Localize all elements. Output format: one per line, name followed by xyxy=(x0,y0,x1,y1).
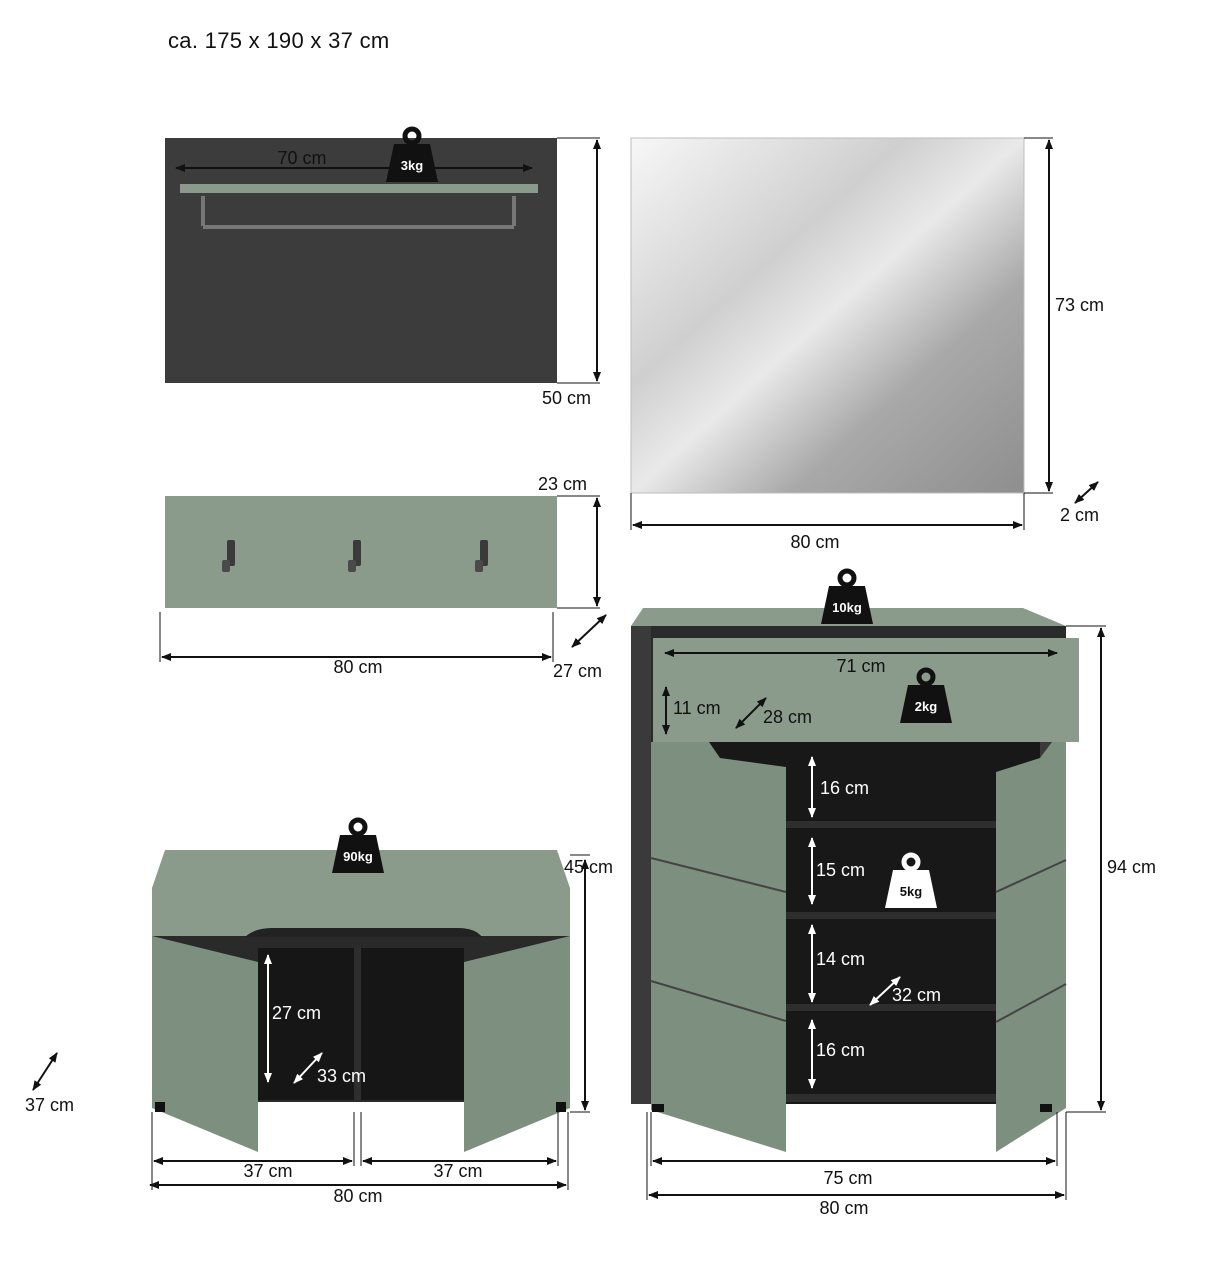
shoe-cabinet: 71 cm 11 cm 28 cm 2kg 10kg 16 cm 15 cm 5… xyxy=(631,571,1156,1218)
shelf-1-height-label: 16 cm xyxy=(820,778,869,798)
mirror-glass xyxy=(630,137,1025,494)
mirror: 73 cm 80 cm 2 cm xyxy=(630,137,1104,552)
cabinet-height-label: 94 cm xyxy=(1107,857,1156,877)
bench-compartment-left-label: 37 cm xyxy=(243,1161,292,1181)
svg-text:90kg: 90kg xyxy=(343,849,373,864)
weight-5kg-icon: 5kg xyxy=(885,855,937,908)
svg-text:10kg: 10kg xyxy=(832,600,862,615)
weight-2kg-icon: 2kg xyxy=(900,670,952,723)
mirror-height-label: 73 cm xyxy=(1055,295,1104,315)
weight-90kg-icon: 90kg xyxy=(332,820,384,873)
shelf-depth-label: 32 cm xyxy=(892,985,941,1005)
overall-dimensions-title: ca. 175 x 190 x 37 cm xyxy=(168,28,390,53)
coat-panel: 70 cm 3kg 50 cm xyxy=(165,129,601,408)
svg-text:5kg: 5kg xyxy=(900,884,922,899)
bench: 27 cm 33 cm 90kg 45 cm 37 cm 37 cm 80 cm… xyxy=(25,820,613,1206)
hook-board: 23 cm 80 cm 27 cm xyxy=(159,474,607,681)
hook-board-depth-label: 27 cm xyxy=(553,661,602,681)
cabinet-inner-width-label: 75 cm xyxy=(823,1168,872,1188)
hook-board-width-label: 80 cm xyxy=(333,657,382,677)
bench-height-label: 45 cm xyxy=(564,857,613,877)
coat-panel-height-label: 50 cm xyxy=(542,388,591,408)
drawer-depth-label: 28 cm xyxy=(763,707,812,727)
weight-3kg-icon: 3kg xyxy=(386,129,438,182)
bench-inner-depth-label: 33 cm xyxy=(317,1066,366,1086)
bench-width-label: 80 cm xyxy=(333,1186,382,1206)
mirror-depth-label: 2 cm xyxy=(1060,505,1099,525)
hook-board-height-label: 23 cm xyxy=(538,474,587,494)
bench-door-right xyxy=(464,936,570,1152)
shelf-2-height-label: 15 cm xyxy=(816,860,865,880)
bench-door-left xyxy=(152,936,258,1152)
coat-panel-board xyxy=(165,138,557,383)
svg-text:3kg: 3kg xyxy=(401,158,423,173)
bench-depth-label: 37 cm xyxy=(25,1095,74,1115)
shelf-4-height-label: 16 cm xyxy=(816,1040,865,1060)
cabinet-door-right xyxy=(996,742,1066,1152)
shelf-3-height-label: 14 cm xyxy=(816,949,865,969)
bench-compartment-right-label: 37 cm xyxy=(433,1161,482,1181)
coat-shelf xyxy=(180,184,538,193)
cabinet-door-left xyxy=(651,742,786,1152)
drawer-height-label: 11 cm xyxy=(673,698,721,718)
drawer-width-label: 71 cm xyxy=(836,656,885,676)
cabinet-width-label: 80 cm xyxy=(819,1198,868,1218)
mirror-width-label: 80 cm xyxy=(790,532,839,552)
svg-text:2kg: 2kg xyxy=(915,699,937,714)
weight-10kg-icon: 10kg xyxy=(821,571,873,624)
bench-inner-height-label: 27 cm xyxy=(272,1003,321,1023)
coat-shelf-width-label: 70 cm xyxy=(277,148,326,168)
